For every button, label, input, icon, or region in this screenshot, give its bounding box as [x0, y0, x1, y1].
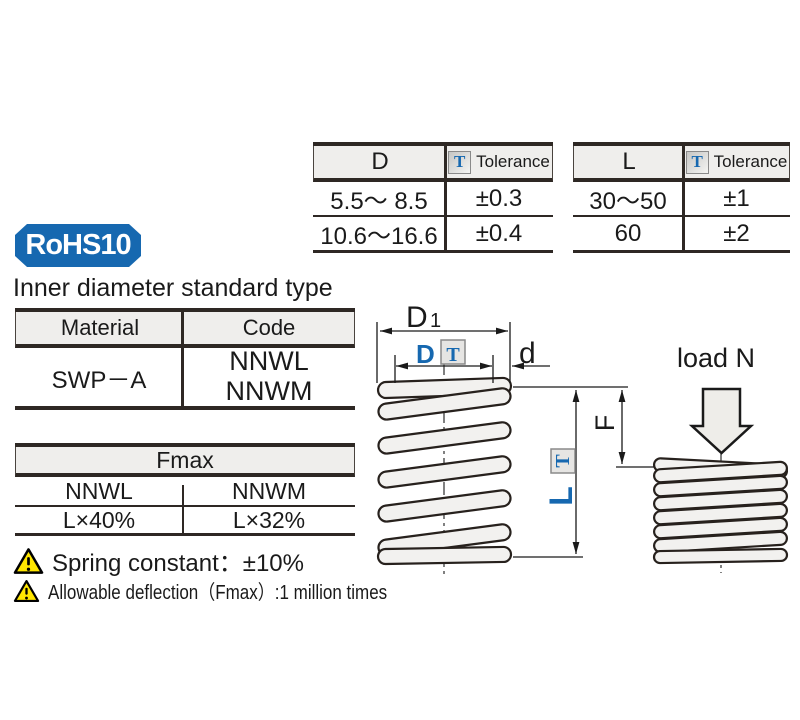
table-row: NNWL NNWM [15, 477, 355, 505]
warning-triangle-icon [13, 547, 44, 574]
tolerance-label: Tolerance [476, 152, 550, 171]
material-code-table: Material Code SWP－A NNWL NNWM [15, 308, 355, 410]
tolerance-icon-rotated: T [550, 448, 576, 474]
column-divider [682, 146, 685, 250]
table-row: 5.5～ 8.5 ±0.3 [313, 182, 553, 216]
tolerance-icon: T [685, 150, 709, 174]
fmax-value-nnwl: L×40% [62, 506, 136, 533]
table-row: 30～50 ±1 [573, 182, 790, 216]
l-tolerance-table: L T Tolerance 30～50 ±1 60 ±2 [573, 142, 790, 253]
table-row: L×40% L×32% [15, 505, 355, 533]
inner-diameter-label: D [416, 339, 435, 369]
deflection-label: F [590, 415, 620, 432]
load-arrow-icon [688, 387, 755, 455]
svg-text:T: T [552, 454, 574, 468]
length-label: L [543, 486, 579, 506]
fmax-value-nnwm: L×32% [232, 506, 306, 533]
compressed-spring [652, 452, 789, 573]
d-tolerance-table: D T Tolerance 5.5～ 8.5 ±0.3 10.6～16.6 ±0… [313, 142, 553, 253]
tolerance-label: Tolerance [713, 152, 788, 171]
table-row: 10.6～16.6 ±0.4 [313, 215, 553, 250]
l-tolerance-header-row: L T Tolerance [573, 146, 790, 182]
tolerance-icon: T [448, 150, 472, 174]
l-column-header: L [622, 148, 636, 175]
d1-label: D [406, 301, 428, 334]
spring-constant-note: Spring constant：±10% [13, 543, 304, 578]
column-divider [444, 146, 447, 250]
material-header-row: Material Code [15, 312, 355, 348]
fmax-col-nnwl: NNWL [65, 477, 133, 504]
fmax-header: Fmax [156, 446, 214, 473]
spring-technical-drawing: D 1 D T d T L F load N [376, 301, 789, 576]
rohs-badge: RoHS10 [15, 224, 141, 267]
page-title: Inner diameter standard type [13, 274, 333, 302]
fmax-header-row: Fmax [15, 447, 355, 477]
d-range-value: 5.5～ 8.5 [330, 188, 428, 215]
code-column-header: Code [242, 315, 296, 340]
tolerance-icon: T [440, 339, 466, 366]
l-range-value: 30～50 [589, 188, 667, 215]
table-row: SWP－A NNWL NNWM [15, 346, 355, 406]
dimension-lines [376, 322, 654, 558]
d-range-value: 10.6～16.6 [320, 223, 438, 250]
wire-diameter-label: d [519, 337, 536, 370]
tolerance-value: ±2 [723, 219, 750, 247]
load-label: load N [677, 343, 755, 373]
d-column-header: D [371, 148, 389, 175]
column-divider [182, 485, 184, 533]
material-column-header: Material [60, 315, 140, 340]
d1-subscript: 1 [430, 310, 441, 332]
tolerance-column-header: T Tolerance [446, 146, 552, 178]
d-tolerance-header-row: D T Tolerance [313, 146, 553, 182]
tolerance-value: ±0.3 [475, 184, 523, 212]
rohs-badge-label: RoHS10 [25, 229, 131, 261]
allowable-deflection-text: Allowable deflection（Fmax）:1 million tim… [48, 582, 388, 604]
code-values: NNWL NNWM [183, 346, 355, 406]
svg-text:T: T [446, 344, 460, 366]
column-divider [181, 312, 184, 406]
allowable-deflection-note: Allowable deflection（Fmax）:1 million tim… [13, 576, 447, 605]
code-value: NNWM [225, 376, 313, 406]
spring-constant-text: Spring constant：±10% [52, 550, 304, 577]
material-value: SWP－A [51, 366, 147, 394]
tolerance-value: ±1 [723, 184, 750, 212]
table-row: 60 ±2 [573, 215, 790, 250]
fmax-col-nnwm: NNWM [231, 477, 307, 504]
tolerance-value: ±0.4 [475, 219, 523, 247]
fmax-table: Fmax NNWL NNWM L×40% L×32% [15, 443, 355, 536]
warning-triangle-icon [13, 579, 40, 602]
code-value: NNWL [229, 346, 309, 377]
tolerance-column-header: T Tolerance [684, 146, 789, 178]
free-spring [376, 362, 513, 576]
l-range-value: 60 [614, 219, 642, 247]
